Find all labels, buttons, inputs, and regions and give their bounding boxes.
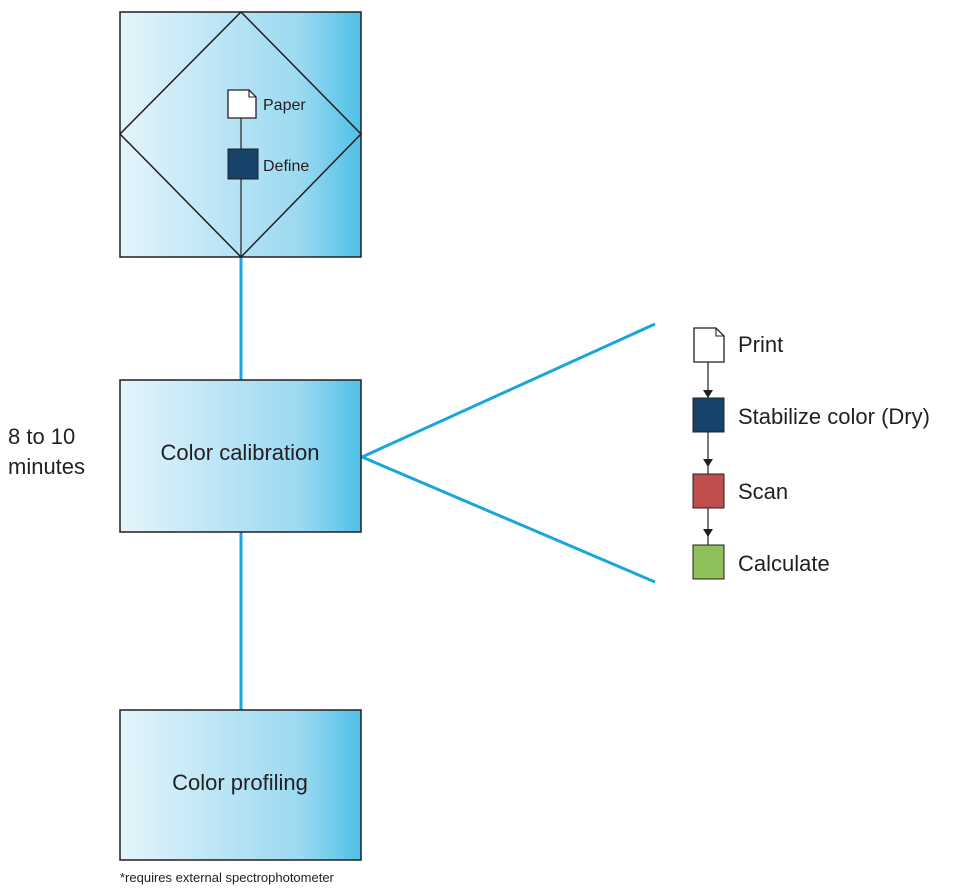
define-square-icon (227, 148, 259, 180)
arrow-head-1 (703, 390, 713, 398)
arrow-head-2 (703, 459, 713, 467)
step-label-define: Define (263, 158, 309, 175)
step-label-scan: Scan (738, 479, 788, 504)
calibration-label: Color calibration (161, 440, 320, 465)
connector-fan-lower (361, 455, 656, 584)
scan-square-icon (692, 473, 725, 509)
duration-line-1: 8 to 10 (8, 424, 75, 449)
step-label-calculate: Calculate (738, 551, 830, 576)
arrow-head-3 (703, 529, 713, 537)
calibration-steps: Print Stabilize color (Dry) Scan Calcula… (692, 327, 930, 580)
paper-icon (227, 89, 257, 119)
profiling-label: Color profiling (172, 770, 308, 795)
step-label-print: Print (738, 332, 783, 357)
duration-line-2: minutes (8, 454, 85, 479)
connector-fan-upper (361, 322, 656, 459)
stabilize-square-icon (692, 397, 725, 433)
step-label-paper: Paper (263, 97, 306, 114)
color-profiling-box: Color profiling (119, 709, 362, 861)
print-page-icon (693, 327, 725, 363)
footnote: *requires external spectrophotometer (120, 870, 335, 885)
calculate-square-icon (692, 544, 725, 580)
paper-definition-box: Paper Define (118, 10, 363, 259)
color-calibration-box: Color calibration (119, 379, 362, 533)
step-label-stabilize: Stabilize color (Dry) (738, 404, 930, 429)
